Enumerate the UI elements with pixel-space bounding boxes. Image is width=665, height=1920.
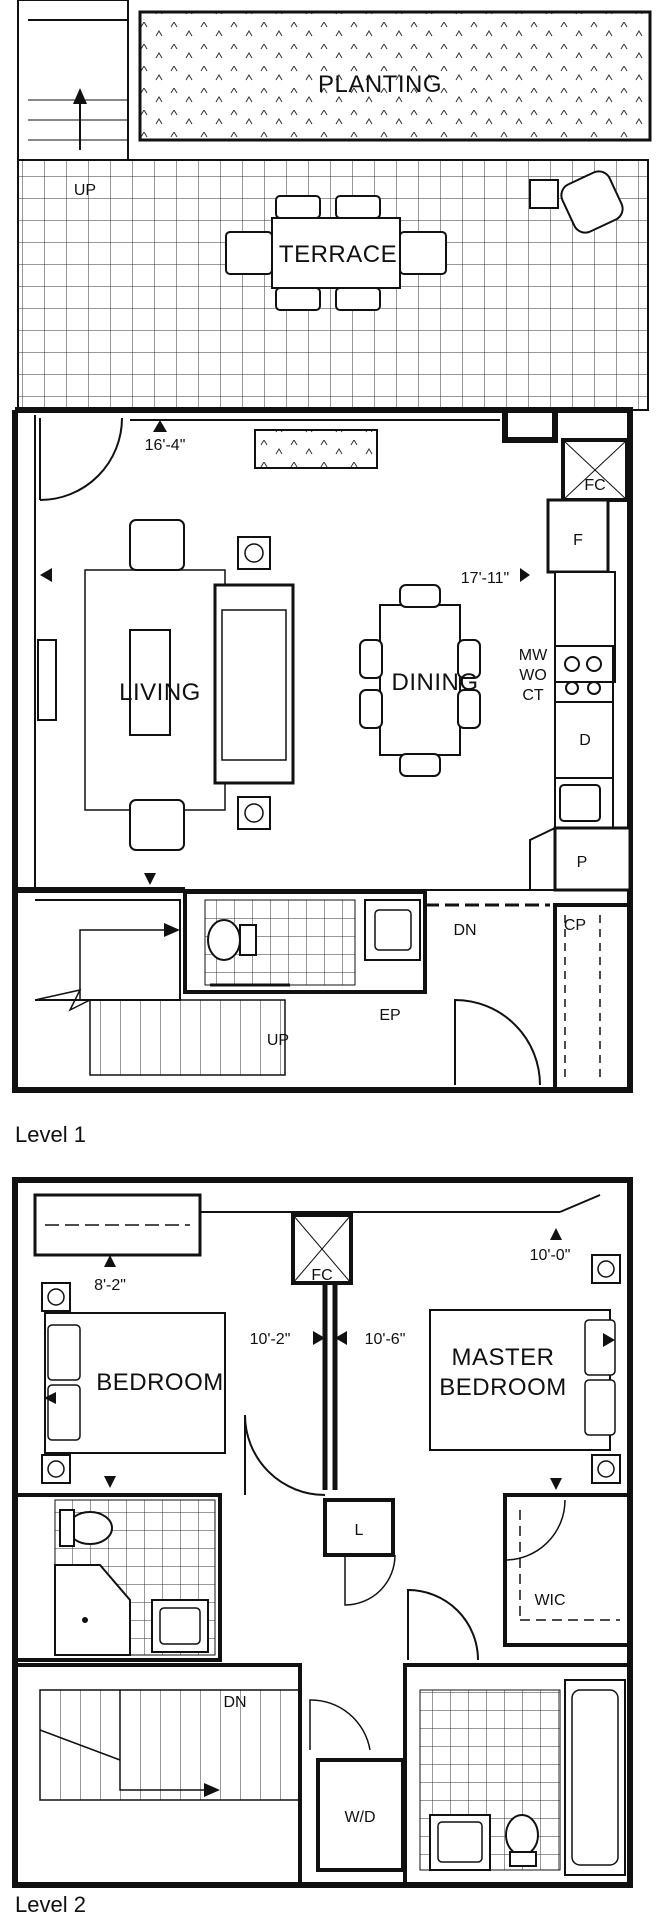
bedroom-width-dim: 10'-2" bbox=[250, 1331, 291, 1348]
wic-label: WIC bbox=[534, 1592, 565, 1609]
fc-label: FC bbox=[584, 477, 605, 494]
master-bedroom-label-line1: MASTER bbox=[451, 1344, 554, 1371]
master-width-dim: 10'-6" bbox=[365, 1331, 406, 1348]
terrace-stair bbox=[17, 0, 129, 161]
dining-furniture bbox=[359, 584, 481, 777]
level-1-caption: Level 1 bbox=[15, 1122, 86, 1147]
master-bath bbox=[403, 1663, 632, 1887]
terrace-up-label: UP bbox=[74, 182, 96, 199]
terrace-label: TERRACE bbox=[279, 241, 397, 268]
bedroom-bed bbox=[41, 1282, 226, 1484]
ct-label: CT bbox=[522, 687, 544, 704]
bedroom-depth-dim: 8'-2" bbox=[94, 1277, 126, 1294]
level-1-exterior-wall bbox=[12, 407, 633, 1093]
stair-level-2 bbox=[15, 1663, 302, 1885]
terrace-dining-set bbox=[225, 195, 447, 311]
living-furniture bbox=[37, 519, 295, 851]
dining-label: DINING bbox=[392, 669, 479, 696]
cp-label: CP bbox=[564, 917, 586, 934]
fridge-label: F bbox=[573, 532, 583, 549]
bedroom-label: BEDROOM bbox=[96, 1369, 224, 1396]
planting-label: PLANTING bbox=[318, 71, 442, 98]
lower-rooms bbox=[15, 887, 632, 1092]
master-bedroom-label-line2: BEDROOM bbox=[439, 1374, 567, 1401]
walk-in-closet bbox=[503, 1493, 632, 1647]
master-bed bbox=[429, 1254, 621, 1484]
linen-closet-label: L bbox=[355, 1522, 364, 1539]
planting-area bbox=[138, 10, 652, 142]
living-label: LIVING bbox=[119, 679, 201, 706]
living-width-dim: 16'-4" bbox=[145, 437, 186, 454]
kitchen-counter bbox=[529, 498, 632, 892]
fc-level2-label: FC bbox=[311, 1267, 332, 1284]
bath-1 bbox=[15, 1493, 222, 1662]
linen-closet bbox=[323, 1498, 395, 1557]
level-2-plan: FC 8'-2" 10'-0" 10'-2" 10'-6" BEDROOM MA… bbox=[12, 1177, 633, 1917]
wd-label: W/D bbox=[344, 1809, 375, 1826]
master-depth-dim: 10'-0" bbox=[530, 1247, 571, 1264]
level-1-plan: PLANTING TERRACE UP 16'-4" FC F 17'-11" … bbox=[12, 0, 652, 1147]
mw-label: MW bbox=[519, 647, 548, 664]
dn-label: DN bbox=[453, 922, 476, 939]
dn-level2-label: DN bbox=[223, 1694, 246, 1711]
stair-up-label: UP bbox=[267, 1032, 289, 1049]
dishwasher-label: D bbox=[579, 732, 591, 749]
level-2-caption: Level 2 bbox=[15, 1892, 86, 1917]
terrace-lounge-chair bbox=[529, 170, 624, 234]
dining-width-dim: 17'-11" bbox=[461, 570, 509, 587]
planter-bench bbox=[254, 429, 378, 469]
ep-label: EP bbox=[379, 1007, 400, 1024]
wo-label: WO bbox=[519, 667, 547, 684]
washer-dryer bbox=[316, 1758, 405, 1872]
pantry-label: P bbox=[577, 854, 588, 871]
